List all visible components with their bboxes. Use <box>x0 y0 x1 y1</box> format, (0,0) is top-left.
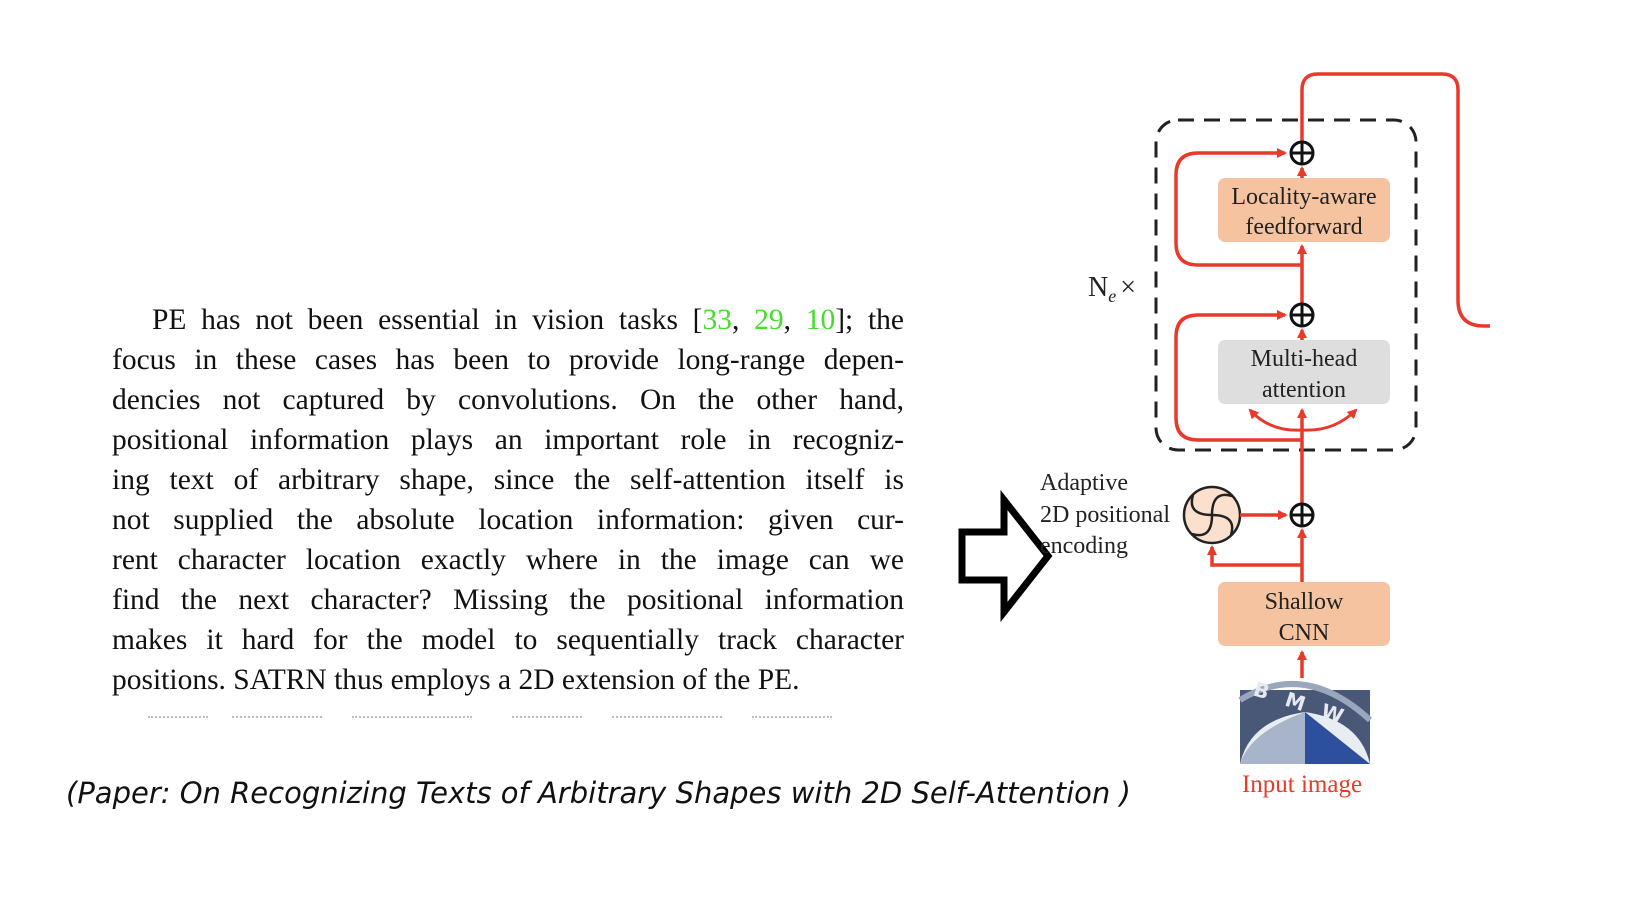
satrn-architecture-diagram: Ne× Locality-aware feedforward Multi-hea… <box>1040 72 1490 798</box>
paragraph-text: PE has not been essential in vision task… <box>152 304 703 336</box>
input-image: BMW <box>1238 677 1373 764</box>
locality-aware-feedforward-block <box>1218 178 1390 242</box>
swirl-icon <box>1182 485 1242 545</box>
residual-connection <box>1174 310 1302 442</box>
paragraph-line: positional information plays an importan… <box>112 424 904 456</box>
qkv-arrow <box>1248 408 1303 432</box>
output-flow-line <box>1300 72 1490 328</box>
positional-encoding-label-line: Adaptive <box>1040 470 1128 496</box>
shallow-cnn-block <box>1218 582 1390 646</box>
attention-label-line: Multi-head <box>1251 346 1358 372</box>
input-image-label: Input image <box>1242 771 1362 798</box>
paragraph-text: ]; the <box>835 304 904 336</box>
feedforward-label-line: Locality-aware <box>1231 184 1376 210</box>
qkv-arrow <box>1301 408 1358 432</box>
paragraph-line: focus in these cases has been to provide… <box>112 344 904 376</box>
paragraph-line: find the next character? Missing the pos… <box>112 584 904 616</box>
cnn-label-line: Shallow <box>1265 589 1344 615</box>
paragraph-line: rent character location exactly where in… <box>112 544 904 576</box>
residual-connection <box>1174 148 1302 267</box>
add-operation-icon <box>1289 302 1315 328</box>
ne-repeat-label: Ne× <box>1088 272 1136 306</box>
feedforward-label-line: feedforward <box>1245 214 1362 240</box>
paragraph-line: makes it hard for the model to sequentia… <box>112 624 904 656</box>
citation-link[interactable]: 33 <box>702 304 732 336</box>
attention-label-line: attention <box>1262 377 1346 403</box>
encoder-block-boundary <box>1154 118 1418 452</box>
right-arrow-icon <box>958 489 1053 623</box>
positional-encoding-label-line: encoding <box>1040 533 1128 559</box>
paragraph-line: PE has not been essential in vision task… <box>152 304 904 336</box>
paragraph-line: not supplied the absolute location infor… <box>112 504 904 536</box>
paragraph-line: positions. SATRN thus employs a 2D exten… <box>112 664 800 696</box>
flow-arrow <box>1207 545 1302 567</box>
multi-head-attention-block <box>1218 340 1390 404</box>
positional-encoding-label-line: 2D positional <box>1040 502 1170 528</box>
citation-link[interactable]: 10 <box>805 304 836 336</box>
cropped-text-line <box>112 714 904 730</box>
paragraph-line: ing text of arbitrary shape, since the s… <box>112 464 904 496</box>
paper-caption: (Paper: On Recognizing Texts of Arbitrar… <box>66 776 1131 810</box>
paragraph-line: dencies not captured by convolutions. On… <box>112 384 904 416</box>
cnn-label-line: CNN <box>1279 620 1330 646</box>
add-operation-icon <box>1289 140 1315 166</box>
add-operation-icon <box>1289 502 1315 528</box>
paper-paragraph: PE has not been essential in vision task… <box>112 300 904 700</box>
citation-link[interactable]: 29 <box>754 304 784 336</box>
